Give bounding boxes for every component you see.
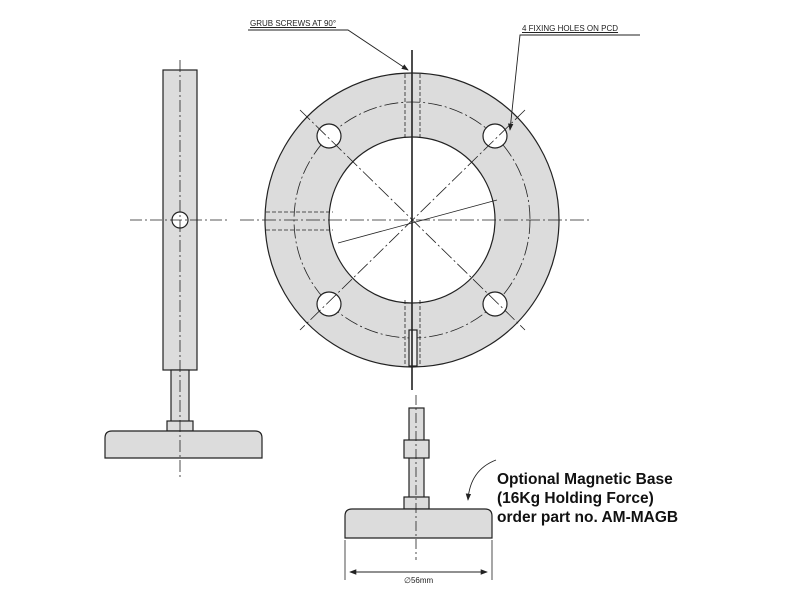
leader-lines — [248, 29, 640, 501]
magnetic-base — [344, 395, 493, 580]
fixing-holes — [316, 123, 508, 317]
grub-screws-label: GRUB SCREWS AT 90° — [250, 19, 337, 28]
diameter-label: ∅56mm — [404, 576, 434, 585]
grub-screw-holes — [266, 74, 421, 366]
note-line-1: Optional Magnetic Base — [497, 471, 673, 488]
fixing-holes-label: 4 FIXING HOLES ON PCD — [522, 24, 619, 33]
note-line-3: order part no. AM-MAGB — [497, 509, 679, 526]
side-view — [104, 60, 263, 480]
ring-plan-view — [240, 50, 590, 390]
note-line-2: (16Kg Holding Force) — [497, 490, 654, 507]
magnetic-base-note: Optional Magnetic Base (16Kg Holding For… — [497, 470, 678, 527]
